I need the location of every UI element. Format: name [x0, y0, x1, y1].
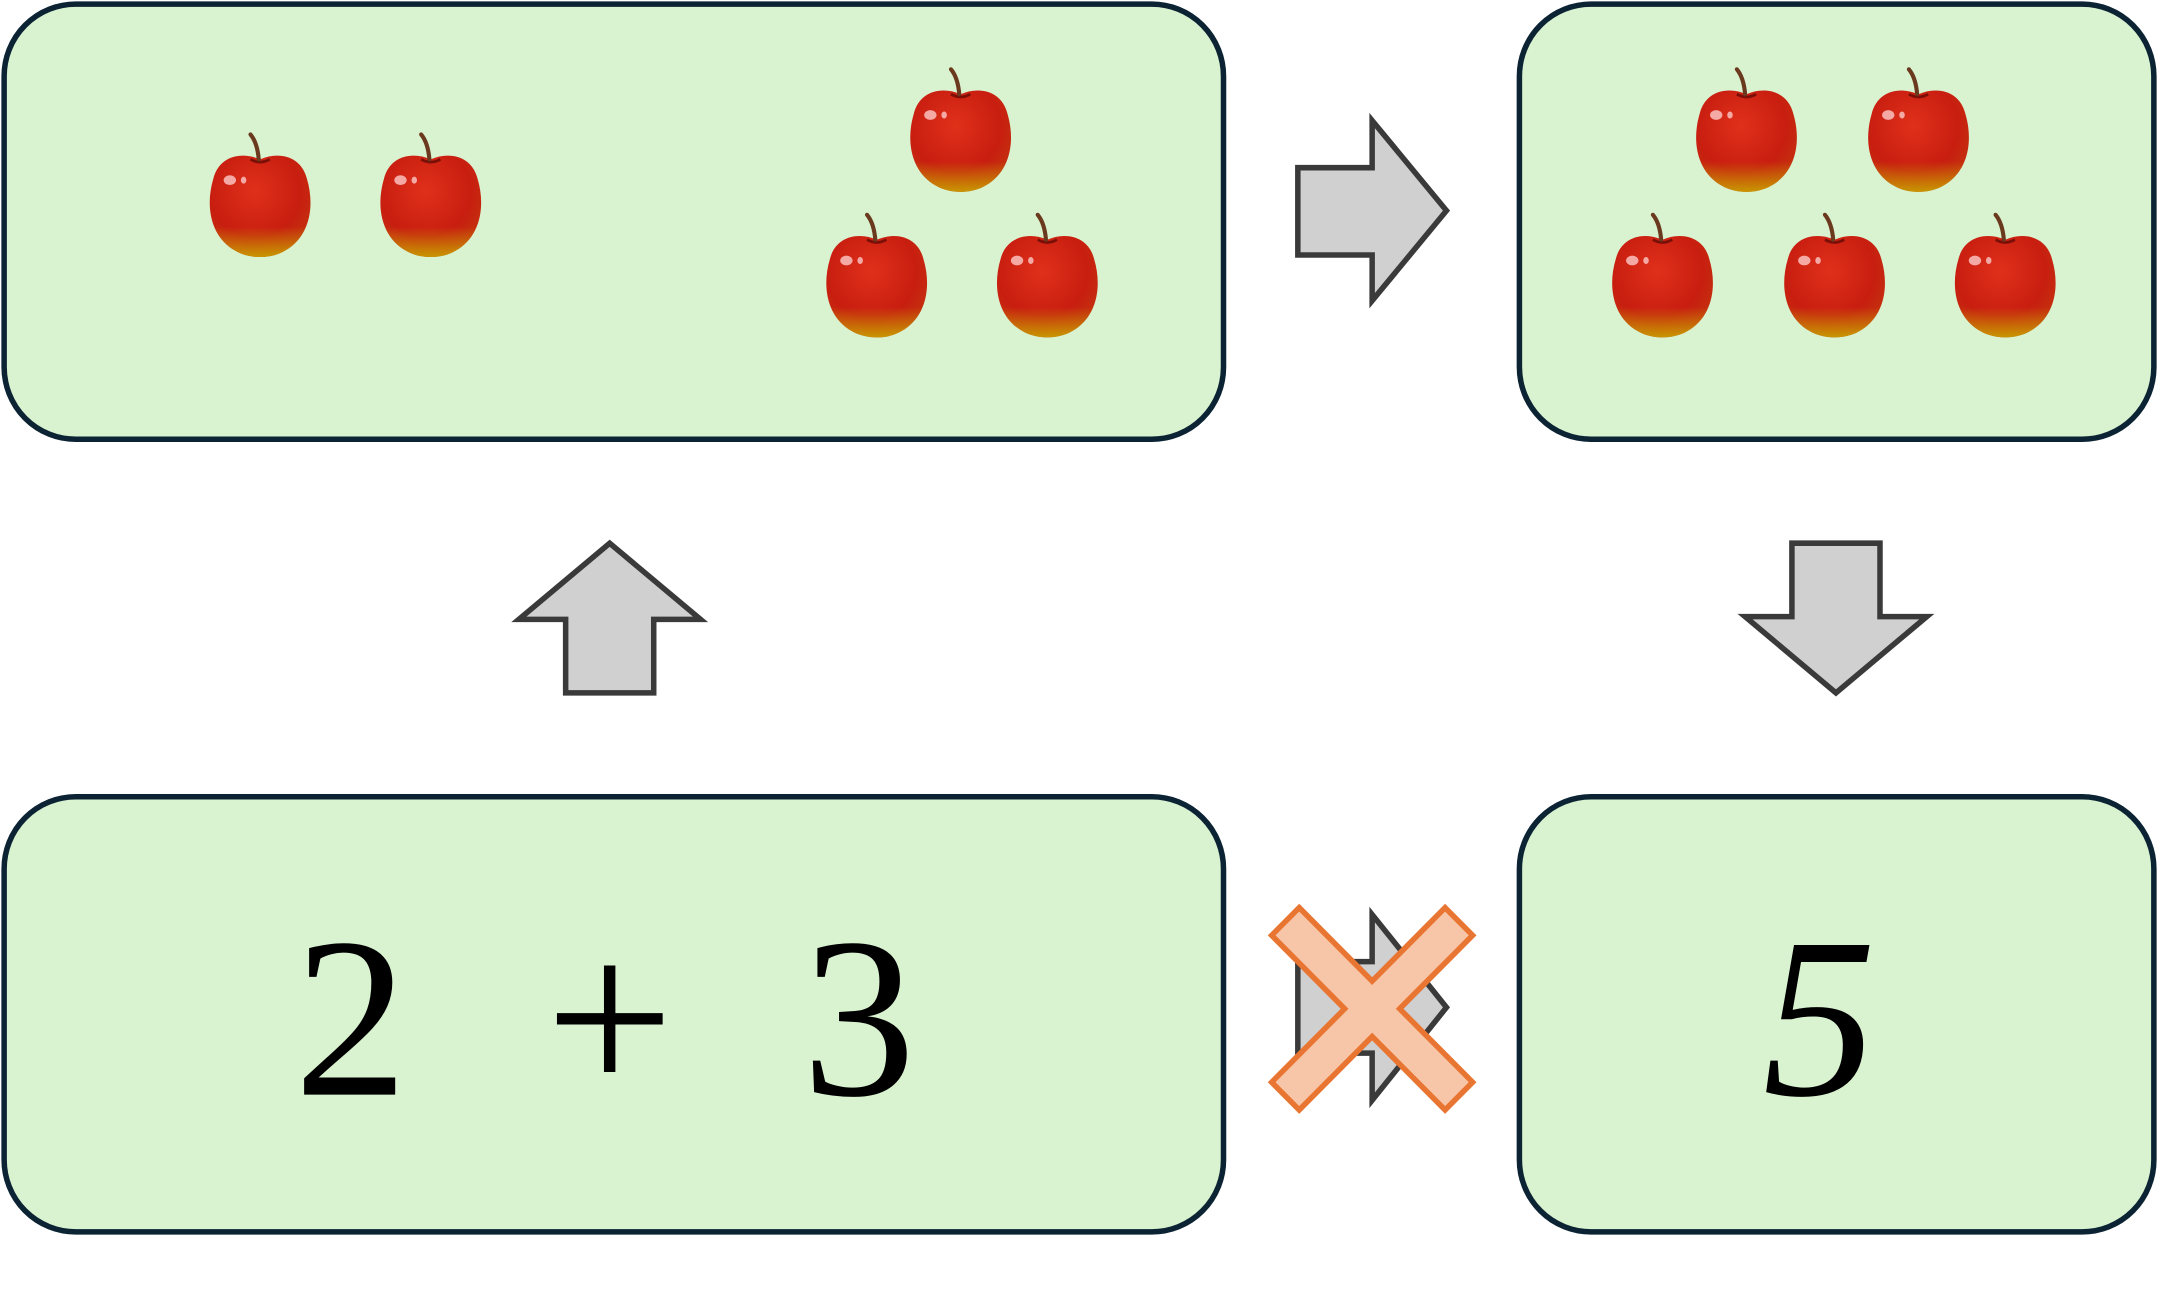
arrow-down-icon — [1737, 540, 1935, 697]
cross-icon — [1267, 903, 1477, 1114]
panel-box — [1, 793, 1227, 1235]
equation-panel: 2 + 3 — [1, 793, 1227, 1235]
panel-box — [1516, 1, 2157, 443]
right-operand: 3 — [802, 892, 916, 1145]
separate-apples-panel — [1, 1, 1227, 443]
invalid-shortcut-edge — [1267, 903, 1477, 1114]
arrow-up-icon — [511, 539, 709, 696]
plus-operator: + — [546, 892, 674, 1145]
combined-apples-panel — [1516, 1, 2157, 443]
result-value: 5 — [1763, 892, 1877, 1145]
arrow-right-icon — [1295, 112, 1451, 309]
panel-box — [1516, 793, 2157, 1235]
left-operand: 2 — [294, 892, 408, 1145]
result-panel: 5 — [1516, 793, 2157, 1235]
